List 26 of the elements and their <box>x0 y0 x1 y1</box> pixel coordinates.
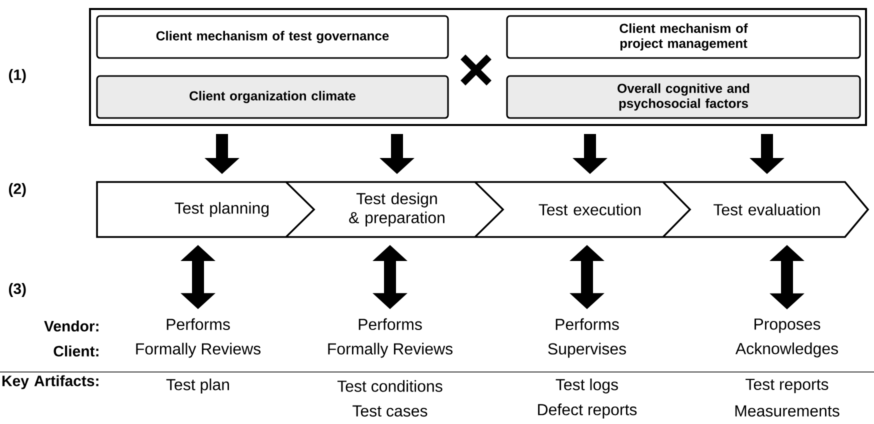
cell-text: Test logs <box>556 378 618 394</box>
factor-box: Client organization climate <box>96 75 449 119</box>
cell-text: Measurements <box>735 405 840 417</box>
role-text: Proposes Acknowledges <box>735 318 838 358</box>
role-text: Performs Formally Reviews <box>328 318 452 358</box>
role-text: Performs Formally Reviews <box>136 318 260 358</box>
stage-text: Test design & preparation <box>349 192 444 226</box>
outer-box <box>89 8 867 126</box>
stage-text: Test planning <box>174 202 269 217</box>
row-label: (3) <box>8 283 26 297</box>
cell-text: Test conditions <box>337 380 442 392</box>
factor-box: Client mechanism of test governance <box>96 15 449 59</box>
cell-text: Defect reports <box>538 404 637 418</box>
row-label: Vendor: <box>44 320 98 332</box>
row-label: (2) <box>8 183 26 197</box>
stage-text: Test evaluation <box>714 204 820 216</box>
factor-box: Client mechanism of project management <box>506 15 861 59</box>
cell-text: Test reports <box>746 378 828 394</box>
role-text: Performs Supervises <box>548 318 626 358</box>
cell-text: Test cases <box>352 405 428 417</box>
cell-text: Test plan <box>166 378 229 394</box>
row-label: (1) <box>8 69 26 83</box>
row-label: Client: <box>54 346 98 356</box>
factor-box: Overall cognitive and psychosocial factors <box>506 75 861 119</box>
stage-text: Test execution <box>538 204 641 216</box>
row-label: Key Artifacts: <box>2 375 98 390</box>
